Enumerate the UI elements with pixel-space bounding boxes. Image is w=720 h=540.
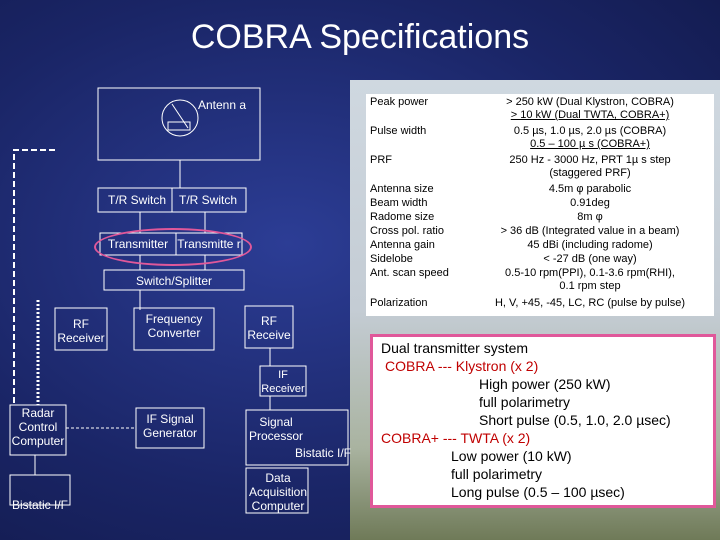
spec-label: Antenna gain — [370, 239, 435, 251]
cobra-line: COBRA --- Klystron (x 2) — [385, 358, 539, 374]
rf-receiver-label: RF Receiver — [57, 317, 105, 345]
antenna-icon — [161, 99, 199, 137]
spec-label: Cross pol. ratio — [370, 225, 444, 237]
signal-processor-frame — [245, 409, 349, 466]
spec-value: 0.91deg — [570, 197, 610, 209]
spec-label: Sidelobe — [370, 253, 413, 265]
spec-value: > 250 kW (Dual Klystron, COBRA) — [506, 96, 674, 108]
rf-receive-frame — [244, 305, 294, 349]
transmitter-highlight — [94, 228, 252, 266]
spec-table: Peak power > 250 kW (Dual Klystron, COBR… — [366, 94, 714, 316]
cobra-detail-2: full polarimetry — [479, 394, 571, 410]
spec-value: 250 Hz - 3000 Hz, PRT 1µ s step — [509, 154, 671, 166]
spec-label: Antenna size — [370, 183, 434, 195]
spec-value: 8m φ — [577, 211, 603, 223]
spec-value: 0.5 – 100 µ s (COBRA+) — [530, 138, 650, 150]
spec-value: 0.5 µs, 1.0 µs, 2.0 µs (COBRA) — [513, 125, 667, 137]
freq-converter-label: Frequency Converter — [145, 312, 203, 340]
if-signal-gen-label: IF Signal Generator — [142, 412, 198, 440]
spec-value: > 10 kW (Dual TWTA, COBRA+) — [510, 109, 670, 121]
rf-receiver-frame — [54, 307, 108, 351]
tr-switch-2-label: T/R Switch — [178, 193, 237, 207]
cobra-detail-3: Short pulse (0.5, 1.0, 2.0 µsec) — [479, 412, 671, 428]
spec-value: < -27 dB (one way) — [543, 253, 637, 265]
spec-label: Pulse width — [370, 125, 427, 137]
bistatic-right-label: Bistatic I/F — [294, 446, 351, 460]
spec-value: H, V, +45, -45, LC, RC (pulse by pulse) — [494, 297, 686, 309]
dual-transmitter-callout: Dual transmitter system COBRA --- Klystr… — [370, 334, 716, 508]
rf-receive-label: RF Receive — [247, 314, 291, 342]
switch-splitter-label: Switch/Splitter — [135, 274, 213, 288]
spec-value: (staggered PRF) — [549, 167, 631, 179]
plus-detail-2: full polarimetry — [451, 466, 543, 482]
spec-value: 4.5m φ parabolic — [548, 183, 632, 195]
if-receiver-label: IF Receiver — [261, 369, 305, 395]
spec-value: 0.1 rpm step — [559, 280, 621, 292]
spec-value: 0.5-10 rpm(PPI), 0.1-3.6 rpm(RHI), — [505, 267, 675, 279]
data-acq-label: Data Acquisition Computer — [248, 471, 308, 513]
tr-switch-1-label: T/R Switch — [107, 193, 166, 207]
diagram-lines — [9, 87, 349, 514]
antenna-frame — [97, 87, 261, 161]
spec-label: Ant. scan speed — [370, 267, 449, 279]
dual-heading: Dual transmitter system — [381, 340, 529, 356]
signal-processor-label: Signal Processor — [248, 415, 304, 443]
plus-detail-3: Long pulse (0.5 – 100 µsec) — [451, 484, 625, 500]
cobra-detail-1: High power (250 kW) — [479, 376, 611, 392]
spec-label: Polarization — [370, 297, 428, 309]
slide-title: COBRA Specifications — [190, 18, 530, 56]
if-receiver-frame — [259, 365, 307, 397]
plus-detail-1: Low power (10 kW) — [451, 448, 572, 464]
cobra-plus-line: COBRA+ --- TWTA (x 2) — [381, 430, 531, 446]
bistatic-left-label: Bistatic I/F — [11, 498, 68, 512]
bistatic-left-frame — [9, 474, 71, 506]
if-signal-gen-frame — [135, 407, 205, 449]
spec-value: > 36 dB (Integrated value in a beam) — [500, 225, 680, 237]
spec-label: Beam width — [370, 197, 428, 209]
spec-label: PRF — [370, 154, 392, 166]
spec-label: Peak power — [370, 96, 429, 108]
spec-value: 45 dBi (including radome) — [527, 239, 653, 251]
freq-converter-frame — [133, 307, 215, 351]
block-diagram: Antenn a T/R Switch T/R Switch Transmitt… — [0, 70, 360, 540]
switch-splitter-frame — [103, 269, 245, 291]
antenna-label: Antenn a — [198, 98, 247, 112]
spec-label: Radome size — [370, 211, 435, 223]
data-acq-frame — [245, 467, 309, 514]
radar-control-label: Radar Control Computer — [11, 406, 65, 448]
